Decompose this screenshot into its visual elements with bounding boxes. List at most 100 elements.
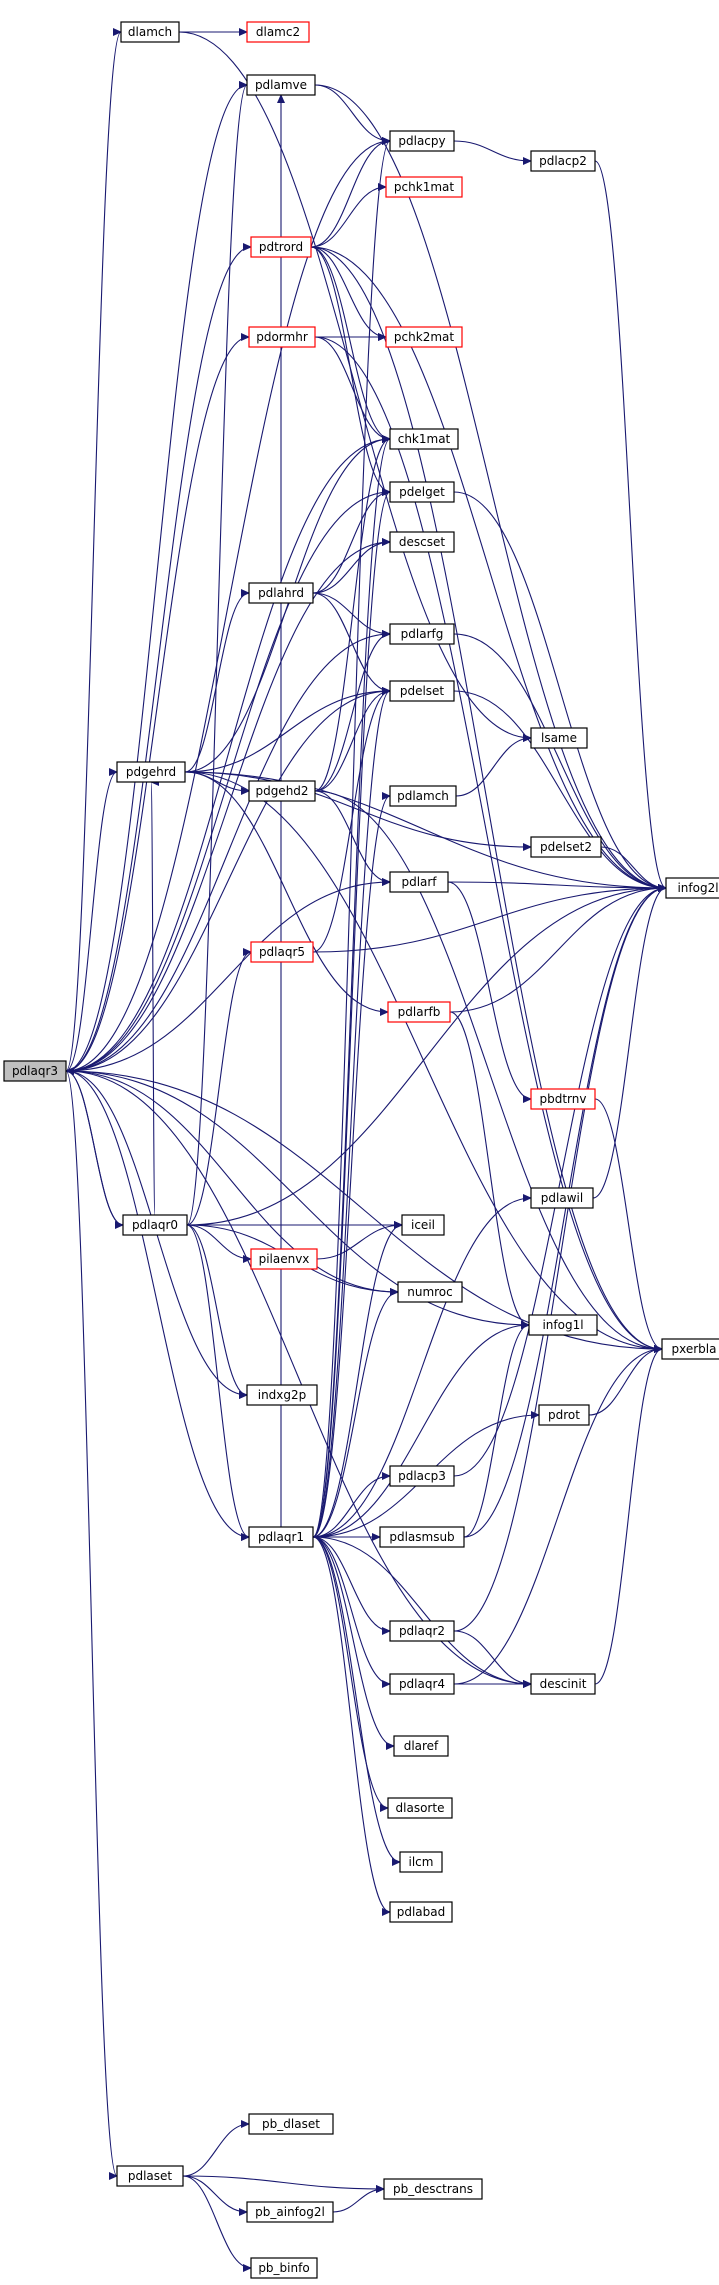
node-pdgehrd[interactable]: pdgehrd [116,761,186,783]
edge-pdlahrd-to-pdelget [312,488,391,594]
node-pdlacp3[interactable]: pdlacp3 [389,1465,455,1487]
node-pdlacpy[interactable]: pdlacpy [389,130,455,152]
node-descset[interactable]: descset [389,531,455,553]
edge-pdelset-to-infog2l [453,690,667,892]
edge-pdlaqr1-to-descinit [312,1536,532,1688]
node-label-pb_binfo: pb_binfo [258,2261,309,2275]
node-pdlasmsub[interactable]: pdlasmsub [379,1526,465,1548]
edge-pdlaqr3-to-pdlamve [65,81,248,1072]
node-label-ilcm: ilcm [409,1855,434,1869]
node-pchk1mat[interactable]: pchk1mat [385,176,463,198]
node-lsame[interactable]: lsame [530,727,588,749]
node-label-pdlacp3: pdlacp3 [398,1469,446,1483]
edge-pdlaqr1-to-iceil [312,1221,403,1538]
node-box-pdlamch [389,785,457,807]
node-pdlaqr0[interactable]: pdlaqr0 [122,1214,188,1236]
node-box-pdlaqr0 [122,1214,188,1236]
edge-pdlaqr1-to-pdlacp3 [312,1472,391,1538]
node-pdormhr[interactable]: pdormhr [248,326,316,348]
node-numroc[interactable]: numroc [397,1281,463,1303]
node-pdlaqr1[interactable]: pdlaqr1 [248,1526,314,1548]
edge-pdlaqr3-to-pdlaset [65,1070,118,2180]
node-infog2l[interactable]: infog2l [665,877,719,899]
node-box-iceil [401,1214,445,1236]
node-dlasorte[interactable]: dlasorte [387,1797,453,1819]
edge-pdlamve-to-infog2l [314,84,667,892]
edge-pdlaqr2-to-infog2l [453,884,667,1632]
node-label-dlamch: dlamch [128,25,172,39]
node-pdlarfg[interactable]: pdlarfg [389,623,455,645]
edge-pdlaqr1-to-ilcm [312,1536,401,1866]
node-pdelset[interactable]: pdelset [389,680,455,702]
node-pxerbla[interactable]: pxerbla [661,1338,719,1360]
edge-pdlaset-to-pb_desctrans [182,2175,385,2193]
edge-pdgehrd-to-pdlarfb [184,771,389,1016]
node-box-descinit [530,1673,596,1695]
node-pdlaset[interactable]: pdlaset [116,2165,184,2187]
edge-pdlaqr4-to-pxerbla [453,1345,663,1685]
node-iceil[interactable]: iceil [401,1214,445,1236]
node-box-dlasorte [387,1797,453,1819]
node-pdlaqr5[interactable]: pdlaqr5 [250,941,314,963]
node-pdlarfb[interactable]: pdlarfb [387,1001,451,1023]
node-pdlaqr2[interactable]: pdlaqr2 [389,1620,455,1642]
edge-pdgehrd-to-pdelset2 [184,771,532,851]
node-pdrot[interactable]: pdrot [538,1404,590,1426]
edge-pdlaqr1-to-infog1l [312,1321,530,1538]
edge-pdlaqr1-to-pdelget [312,488,391,1538]
node-pb_dlaset[interactable]: pb_dlaset [248,2113,334,2135]
node-box-pdlarfb [387,1001,451,1023]
edge-pdlaqr3-to-pdelget [65,488,391,1072]
node-chk1mat[interactable]: chk1mat [389,428,459,450]
edge-pdlaqr1-to-pdlawil [312,1194,532,1538]
edge-pdlaqr3-to-descset [65,538,391,1072]
edge-pdlaqr0-to-pdgehrd [150,779,160,1216]
edge-pdlaqr5-to-infog2l [312,884,667,953]
node-pdtrord[interactable]: pdtrord [250,236,312,258]
node-label-pilaenvx: pilaenvx [259,1252,310,1266]
edge-pdlaqr3-to-descinit [65,1070,532,1688]
node-box-dlaref [393,1735,449,1757]
node-infog1l[interactable]: infog1l [528,1314,598,1336]
node-indxg2p[interactable]: indxg2p [246,1384,318,1406]
edge-pdelset2-to-infog2l [600,846,667,892]
edge-pdlaqr1-to-chk1mat [312,435,391,1538]
edge-pdlaset-to-pb_dlaset [182,2120,250,2177]
node-pdlamch[interactable]: pdlamch [389,785,457,807]
node-pdlabad[interactable]: pdlabad [389,1901,453,1923]
edge-pdlaqr3-to-pdtrord [65,243,252,1072]
node-box-pdlabad [389,1901,453,1923]
node-pdlaqr4[interactable]: pdlaqr4 [389,1673,455,1695]
node-ilcm[interactable]: ilcm [399,1851,443,1873]
node-pdgehd2[interactable]: pdgehd2 [248,780,316,802]
node-pdlamve[interactable]: pdlamve [246,74,316,96]
node-pilaenvx[interactable]: pilaenvx [250,1248,318,1270]
node-pdlarf[interactable]: pdlarf [389,871,449,893]
node-pdlacp2[interactable]: pdlacp2 [530,150,596,172]
edge-pdlamve-to-pdlacpy [314,84,391,145]
node-dlamc2[interactable]: dlamc2 [246,21,310,43]
node-pb_desctrans[interactable]: pb_desctrans [383,2178,483,2200]
node-box-pdlarf [389,871,449,893]
node-descinit[interactable]: descinit [530,1673,596,1695]
node-dlaref[interactable]: dlaref [393,1735,449,1757]
node-pb_ainfog2l[interactable]: pb_ainfog2l [246,2201,334,2223]
edge-pdlamch-to-lsame [455,734,532,797]
node-pdlawil[interactable]: pdlawil [530,1187,594,1209]
node-pdelset2[interactable]: pdelset2 [530,836,602,858]
node-label-dlasorte: dlasorte [396,1801,445,1815]
node-box-pb_desctrans [383,2178,483,2200]
node-pb_binfo[interactable]: pb_binfo [250,2257,318,2279]
edge-pdlaqr0-to-pdlaqr5 [186,948,252,1226]
node-label-pdlarfg: pdlarfg [401,627,444,641]
edge-pdlahrd-to-pdelset [312,592,391,695]
node-pbdtrnv[interactable]: pbdtrnv [530,1088,596,1110]
node-pdlahrd[interactable]: pdlahrd [248,582,314,604]
node-pdelget[interactable]: pdelget [389,481,455,503]
node-pchk2mat[interactable]: pchk2mat [385,326,463,348]
edge-pdlaset-to-pb_binfo [182,2175,252,2272]
edge-pdgehd2-to-pdlarfg [314,630,391,792]
node-dlamch[interactable]: dlamch [120,21,180,43]
edge-pdlaqr2-to-descinit [453,1630,532,1688]
node-pdlaqr3[interactable]: pdlaqr3 [3,1060,67,1082]
